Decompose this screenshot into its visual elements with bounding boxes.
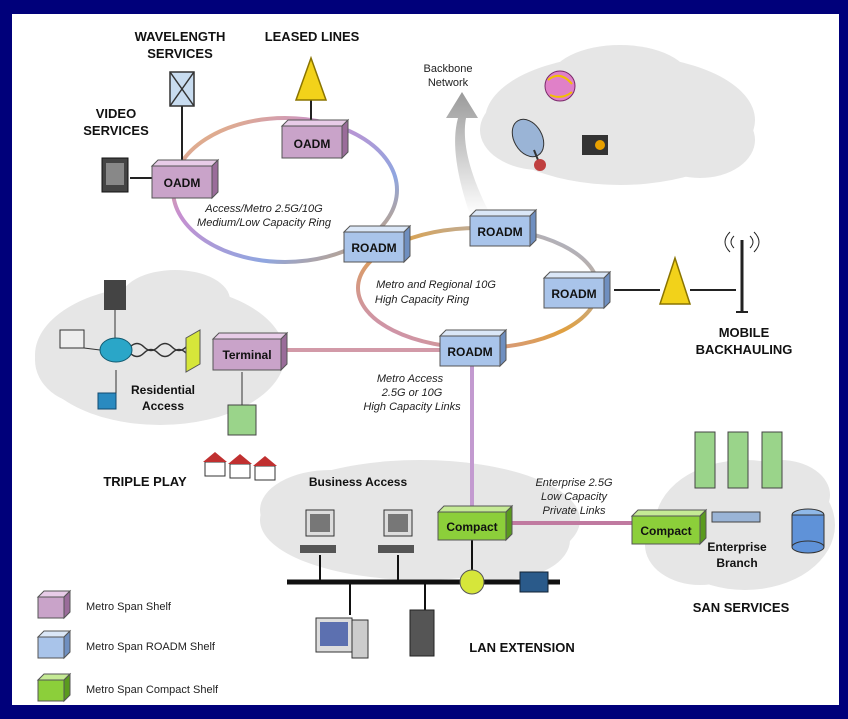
enterprise-branch-label-1: Enterprise bbox=[707, 540, 767, 554]
mobile-tower-icon bbox=[724, 231, 760, 313]
camcorder-icon bbox=[582, 135, 608, 155]
server-icon bbox=[409, 609, 435, 657]
residential-label-2: Access bbox=[142, 399, 184, 413]
wavelength-title-2: SERVICES bbox=[147, 46, 213, 61]
satellite-dish-icon bbox=[511, 118, 546, 171]
leased-lines-title: LEASED LINES bbox=[265, 29, 360, 44]
legend-item-roadm: Metro Span ROADM Shelf bbox=[36, 629, 216, 660]
roadm-left-label: ROADM bbox=[351, 241, 396, 255]
mobile-title-2: BACKHAULING bbox=[696, 342, 793, 357]
business-access-label: Business Access bbox=[309, 475, 408, 489]
business-pc-1-icon bbox=[300, 509, 336, 553]
san-services-title: SAN SERVICES bbox=[693, 600, 790, 615]
wavelength-title-1: WAVELENGTH bbox=[135, 29, 226, 44]
san-servers-icon bbox=[694, 431, 783, 523]
terminal-shelf[interactable]: Terminal bbox=[211, 331, 289, 372]
metro-access-label-1: Metro Access bbox=[377, 373, 444, 385]
dslam-icon bbox=[227, 372, 257, 436]
roadm-bottom-shelf[interactable]: ROADM bbox=[438, 328, 508, 368]
roadm-right-shelf[interactable]: ROADM bbox=[542, 270, 612, 310]
backbone-arrow bbox=[446, 92, 488, 215]
enterprise-link-label-3: Private Links bbox=[543, 505, 606, 517]
legend-label-shelf: Metro Span Shelf bbox=[86, 601, 172, 613]
compact-enterprise-shelf[interactable]: Compact bbox=[630, 508, 708, 546]
legend-label-roadm: Metro Span ROADM Shelf bbox=[86, 641, 216, 653]
backbone-label-2: Network bbox=[428, 77, 469, 89]
lan-extension-title: LAN EXTENSION bbox=[469, 640, 574, 655]
metro-access-label-2: 2.5G or 10G bbox=[381, 387, 443, 399]
legend-swatch-shelf bbox=[37, 596, 65, 619]
compact-enterprise-label: Compact bbox=[640, 524, 691, 538]
video-tv-icon bbox=[101, 157, 129, 193]
oadm-top-label: OADM bbox=[294, 137, 331, 151]
legend-swatch-roadm bbox=[37, 636, 65, 659]
compact-business-shelf[interactable]: Compact bbox=[436, 504, 514, 542]
video-title-2: SERVICES bbox=[83, 123, 149, 138]
roadm-right-label: ROADM bbox=[551, 287, 596, 301]
houses-icon bbox=[203, 452, 277, 481]
splitter-icon bbox=[185, 329, 201, 373]
oadm-top-shelf[interactable]: OADM bbox=[280, 118, 350, 160]
storage-icon bbox=[791, 508, 825, 554]
legend: Metro Span Shelf Metro Span ROADM Shelf … bbox=[36, 589, 219, 703]
legend-label-compact: Metro Span Compact Shelf bbox=[86, 684, 219, 696]
metro-ring-label-2: High Capacity Ring bbox=[375, 294, 470, 306]
legend-item-compact: Metro Span Compact Shelf bbox=[36, 672, 219, 703]
leased-lines-antenna-icon bbox=[294, 55, 328, 101]
oadm-left-shelf[interactable]: OADM bbox=[150, 158, 220, 200]
access-ring-label-1: Access/Metro 2.5G/10G bbox=[204, 203, 323, 215]
video-title-1: VIDEO bbox=[96, 106, 136, 121]
phone-icon bbox=[97, 370, 117, 410]
globe-icon bbox=[544, 70, 576, 102]
business-pc-2-icon bbox=[378, 509, 414, 553]
desktop-pc-icon bbox=[315, 617, 369, 659]
metro-access-label-3: High Capacity Links bbox=[363, 401, 461, 413]
legend-item-shelf: Metro Span Shelf bbox=[36, 589, 172, 620]
wavelength-box-icon bbox=[169, 71, 195, 107]
enterprise-branch-label-2: Branch bbox=[716, 556, 757, 570]
laptop-icon bbox=[59, 329, 101, 351]
lan-router-icon bbox=[459, 569, 485, 595]
backbone-label-1: Backbone bbox=[424, 63, 473, 75]
metro-ring-label-1: Metro and Regional 10G bbox=[376, 279, 496, 291]
roadm-left-shelf[interactable]: ROADM bbox=[342, 224, 412, 264]
enterprise-link-label-1: Enterprise 2.5G bbox=[535, 477, 612, 489]
mobile-antenna-icon bbox=[658, 255, 692, 305]
access-ring-label-2: Medium/Low Capacity Ring bbox=[197, 217, 332, 229]
lan-phone-icon bbox=[519, 571, 549, 593]
roadm-bottom-label: ROADM bbox=[447, 345, 492, 359]
enterprise-link-label-2: Low Capacity bbox=[541, 491, 609, 503]
triple-play-title: TRIPLE PLAY bbox=[103, 474, 187, 489]
residential-label-1: Residential bbox=[131, 383, 195, 397]
home-gateway-icon bbox=[99, 337, 133, 363]
roadm-top-right-label: ROADM bbox=[477, 225, 522, 239]
compact-business-label: Compact bbox=[446, 520, 497, 534]
terminal-label: Terminal bbox=[222, 348, 271, 362]
legend-swatch-compact bbox=[37, 679, 65, 702]
residential-tv-icon bbox=[104, 280, 126, 340]
roadm-top-right-shelf[interactable]: ROADM bbox=[468, 208, 538, 248]
mobile-title-1: MOBILE bbox=[719, 325, 770, 340]
oadm-left-label: OADM bbox=[164, 176, 201, 190]
